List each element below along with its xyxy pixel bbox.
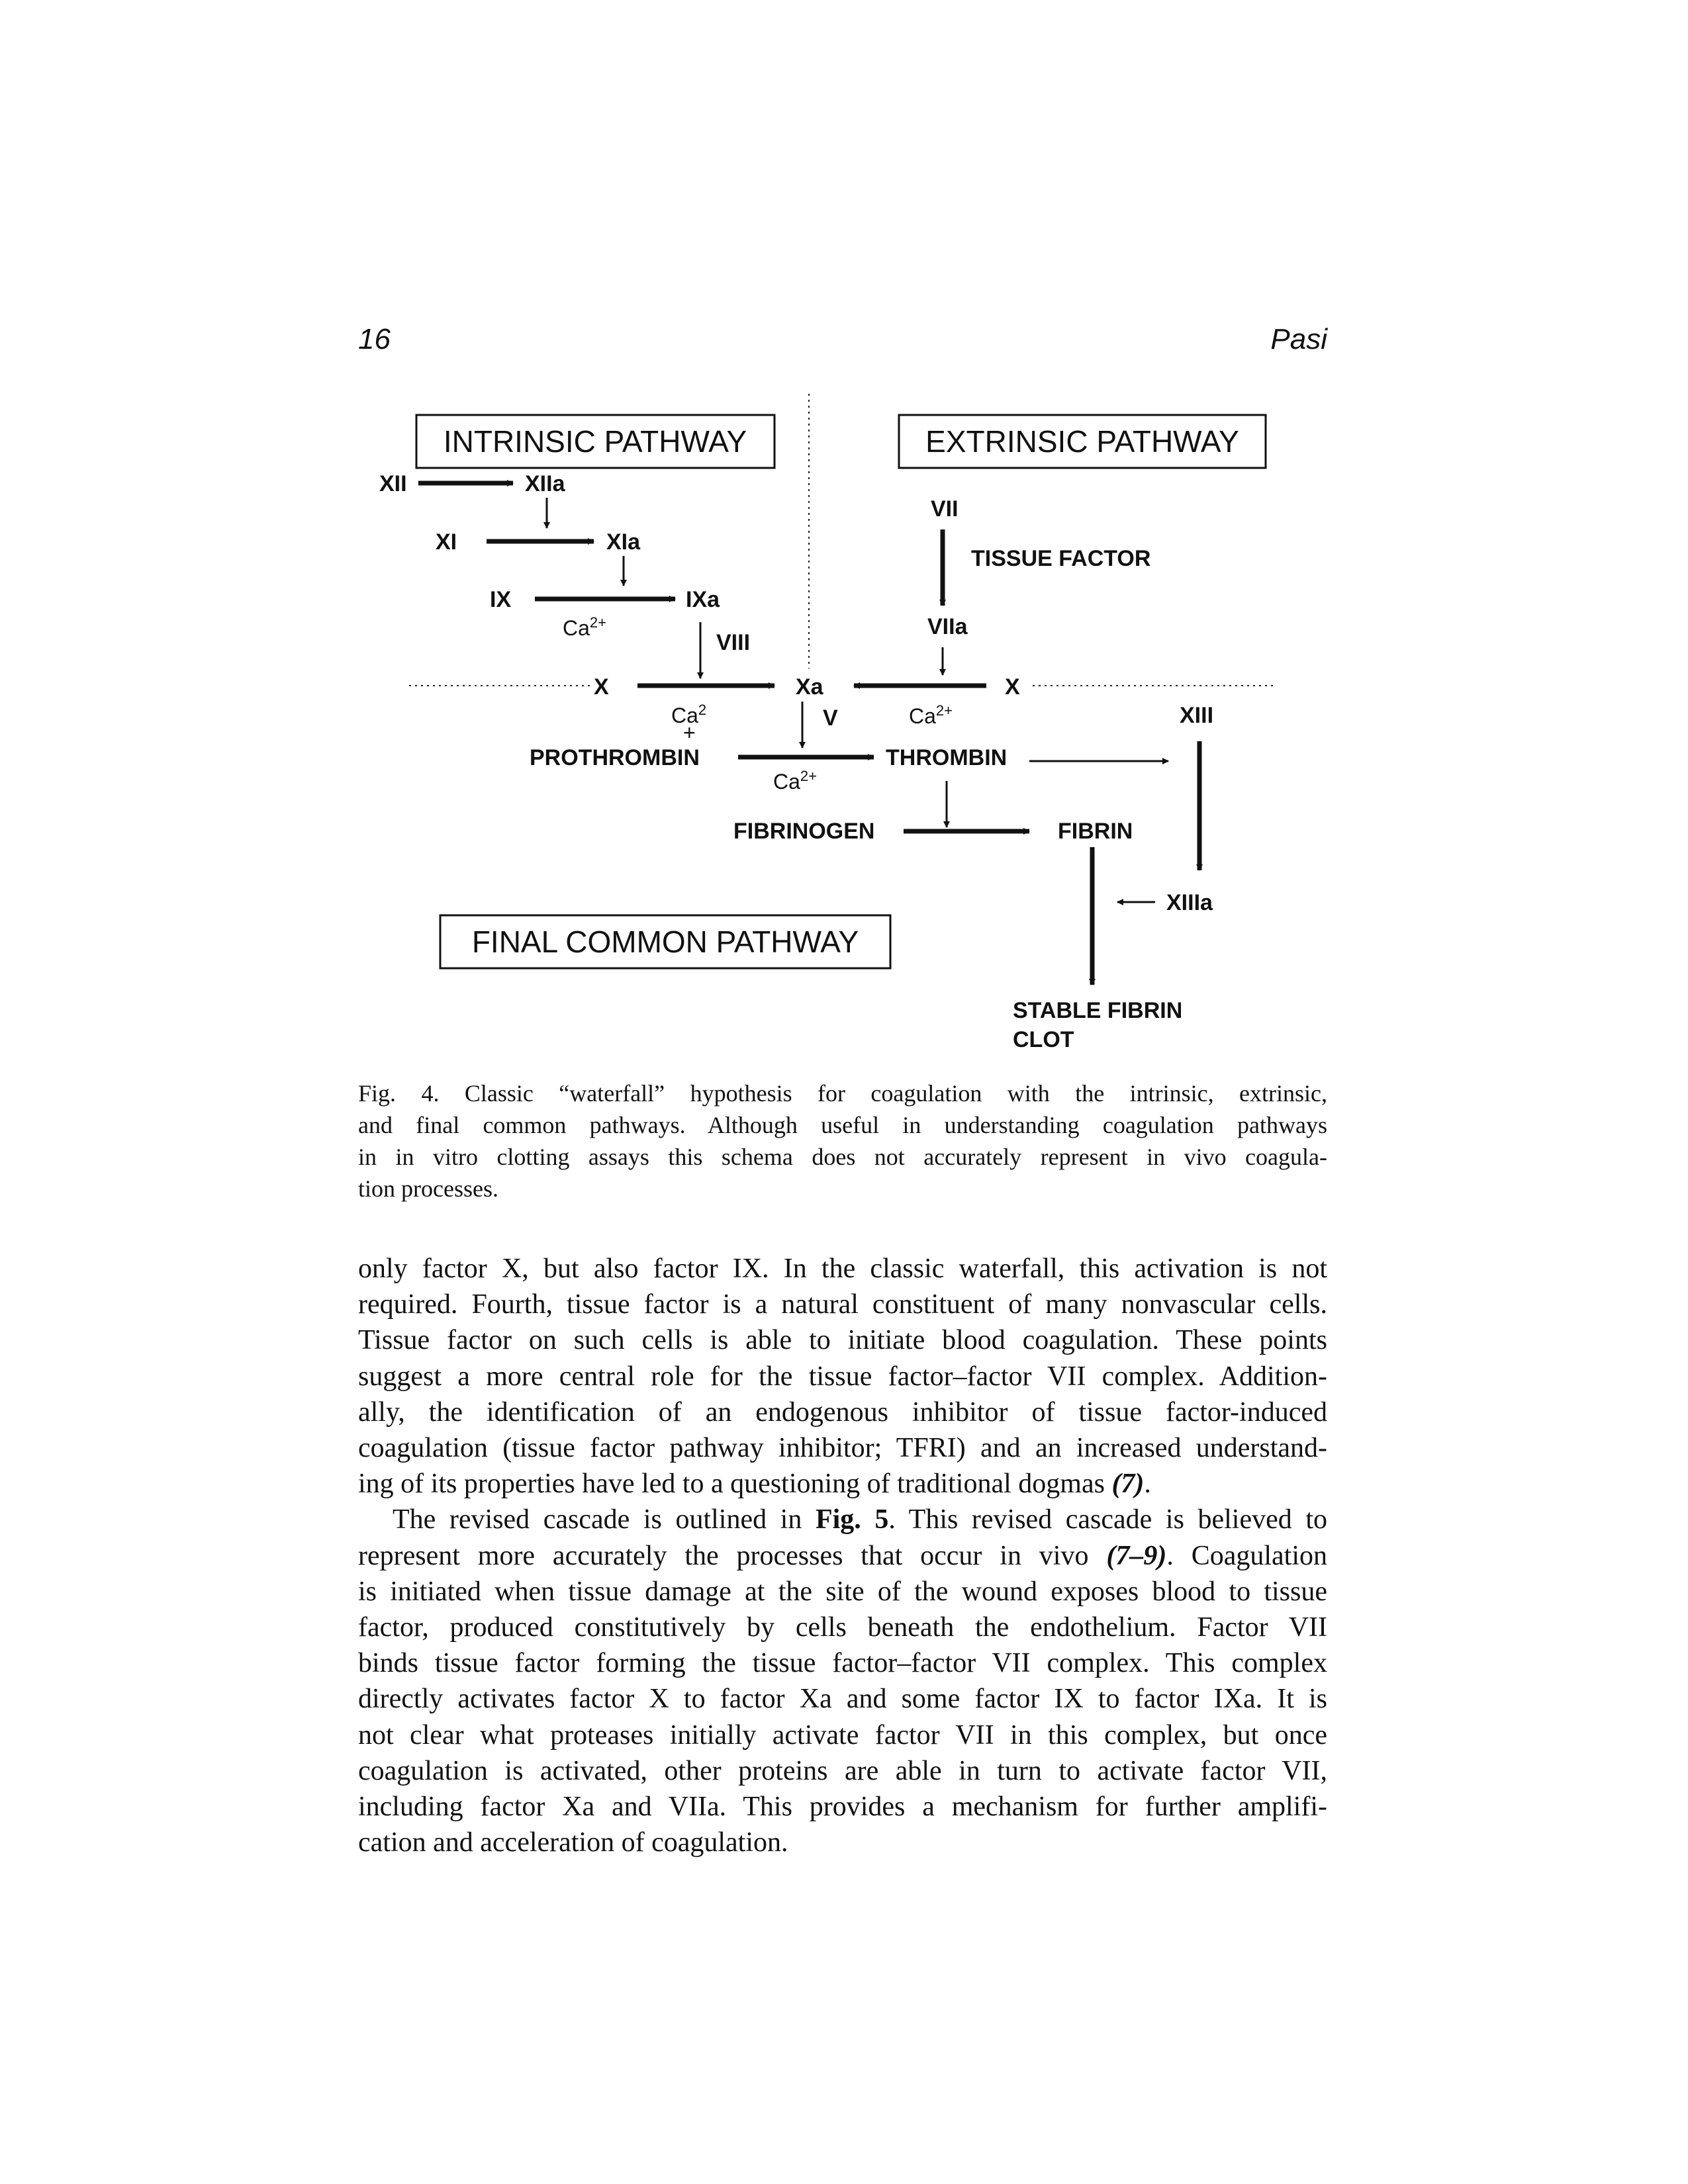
factor-xi: XI: [436, 529, 457, 555]
coagulation-waterfall-diagram: INTRINSIC PATHWAY EXTRINSIC PATHWAY FINA…: [379, 394, 1274, 1052]
prothrombin: PROTHROMBIN: [530, 745, 700, 770]
factor-x-left: X: [594, 674, 609, 700]
body-line: factor, produced constitutively by cells…: [358, 1612, 1327, 1643]
factor-ix: IX: [490, 587, 511, 612]
body-line: coagulation (tissue factor pathway inhib…: [358, 1433, 1327, 1464]
body-line: coagulation is activated, other proteins…: [358, 1755, 1327, 1786]
extrinsic-box: [898, 414, 1267, 469]
body-line: Tissue factor on such cells is able to i…: [358, 1325, 1327, 1356]
body-line: cation and acceleration of coagulation.: [358, 1827, 788, 1858]
page-number: 16: [358, 323, 391, 355]
body-line: The revised cascade is outlined in Fig. …: [393, 1504, 1327, 1535]
factor-ixa: IXa: [686, 587, 720, 612]
figure-caption: Fig. 4. Classic “waterfall” hypothesis f…: [358, 1077, 1327, 1205]
body-line: not clear what proteases initially activ…: [358, 1719, 1327, 1751]
intrinsic-title: INTRINSIC PATHWAY: [444, 424, 747, 459]
final-common-box: [439, 914, 892, 970]
calcium-x: Ca2: [671, 702, 706, 727]
thrombin: THROMBIN: [886, 745, 1007, 770]
factor-xiii: XIII: [1180, 703, 1213, 728]
factor-xia: XIa: [606, 529, 641, 555]
fibrinogen: FIBRINOGEN: [733, 819, 874, 844]
caption-line: Fig. 4. Classic “waterfall” hypothesis f…: [358, 1080, 1327, 1107]
caption-line: tion processes.: [358, 1175, 498, 1202]
intrinsic-box: [415, 414, 776, 469]
body-line: only factor X, but also factor IX. In th…: [358, 1253, 1327, 1284]
body-line: required. Fourth, tissue factor is a nat…: [358, 1289, 1327, 1320]
factor-xa: Xa: [796, 674, 824, 700]
body-line: suggest a more central role for the tiss…: [358, 1361, 1327, 1392]
stable-fibrin-clot-line2: CLOT: [1013, 1027, 1074, 1052]
factor-v: V: [823, 705, 838, 731]
body-line: ing of its properties have led to a ques…: [358, 1469, 1151, 1500]
body-text: only factor X, but also factor IX. In th…: [358, 1251, 1327, 1860]
stable-fibrin-clot-line1: STABLE FIBRIN: [1013, 998, 1182, 1023]
body-line: ally, the identification of an endogenou…: [358, 1396, 1327, 1428]
running-head: Pasi: [1270, 323, 1327, 355]
factor-xii: XII: [379, 471, 407, 496]
fibrin: FIBRIN: [1058, 819, 1133, 844]
caption-line: in in vitro clotting assays this schema …: [358, 1144, 1327, 1170]
citation: (7): [1111, 1469, 1145, 1500]
tissue-factor: TISSUE FACTOR: [971, 546, 1150, 571]
factor-xiia: XIIa: [525, 471, 566, 496]
factor-xiiia: XIIIa: [1166, 890, 1213, 915]
body-line: is initiated when tissue damage at the s…: [358, 1576, 1327, 1607]
body-line: binds tissue factor forming the tissue f…: [358, 1648, 1327, 1679]
body-line: including factor Xa and VIIa. This provi…: [358, 1792, 1327, 1823]
factor-vii: VII: [931, 496, 959, 522]
factor-viii: VIII: [716, 630, 750, 655]
caption-line: and final common pathways. Although usef…: [358, 1112, 1327, 1138]
body-line: directly activates factor X to factor Xa…: [358, 1684, 1327, 1715]
extrinsic-title: EXTRINSIC PATHWAY: [925, 424, 1239, 459]
calcium-plus: +: [683, 721, 696, 745]
calcium-ix: Ca2+: [563, 614, 606, 640]
factor-x-right: X: [1005, 674, 1020, 700]
citation: (7–9): [1106, 1540, 1167, 1571]
calcium-thrombin: Ca2+: [773, 768, 817, 794]
body-line: represent more accurately the processes …: [358, 1540, 1327, 1571]
factor-viia: VIIa: [927, 614, 968, 639]
calcium-xa-right: Ca2+: [909, 702, 953, 728]
figure-reference: Fig. 5: [815, 1504, 889, 1535]
final-common-title: FINAL COMMON PATHWAY: [472, 925, 859, 959]
